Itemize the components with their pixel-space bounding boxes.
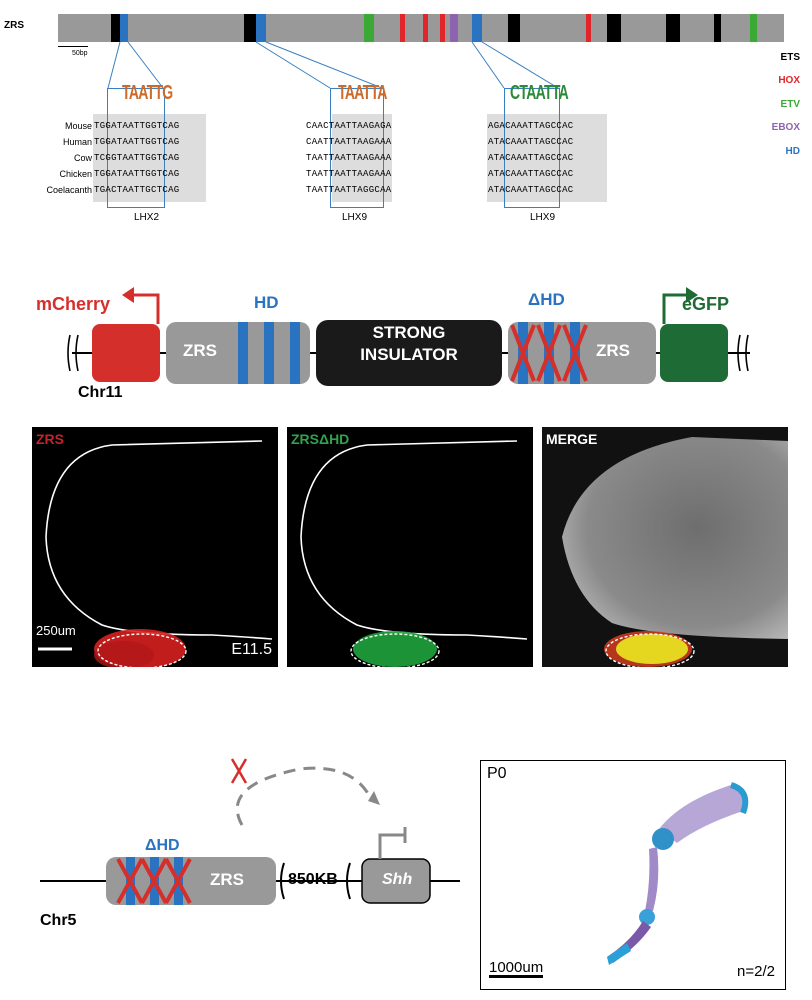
image-panel-zrs-delta-hd: ZRSΔHD [287,427,533,667]
scale-bar-label: 250um [36,623,76,638]
alignment-1-background [93,114,206,202]
distance-label: 850KB [288,871,338,888]
legend-hox: HOX [778,75,800,86]
p0-count-label: n=2/2 [737,963,775,980]
zrs-track [58,14,784,42]
delta-hd-chr5-label: ΔHD [145,837,180,854]
alignment-2-seq: CAATTAATTAAGAAA [306,137,392,147]
shh-box [361,858,431,904]
delta-hd-label: ΔHD [528,290,565,309]
alignment-3-seq: ATACAAATTAGCCAC [488,137,574,147]
alignment-3-seq: ATACAAATTAGCCAC [488,185,574,195]
legend-etv: ETV [780,99,800,110]
species-chicken: Chicken [59,169,92,179]
legend-ebox: EBOX [771,122,800,133]
alignment-1-seq: TGGATAATTGGTCAG [94,169,180,179]
alignment-1-motif-name: LHX2 [134,212,160,223]
species-human: Human [62,137,92,147]
egfp-label: eGFP [682,294,730,314]
shh-label: Shh [382,871,413,888]
egfp-box [660,324,728,382]
alignment-1-seq: TCGGTAATTGGTCAG [94,153,180,163]
hd-label: HD [254,293,279,312]
chr11-label: Chr11 [78,384,123,401]
insulator-label: STRONG INSULATOR [316,322,502,366]
zrs-left-label: ZRS [183,341,217,360]
legend-hd: HD [785,146,800,157]
alignment-2-motif-box [330,88,384,208]
insulator-line-2: INSULATOR [360,345,458,364]
mcherry-label: mCherry [36,294,111,314]
p0-scale-label: 1000um [489,959,544,978]
alignment-2-seq: TAATTAATTAAGAAA [306,153,392,163]
image-panel-merge: MERGE [542,427,788,667]
alignment-1-motif-box [107,88,165,208]
alignment-1-seq: TGGATAATTGGTCAG [94,137,180,147]
alignment-3-motif-name: LHX9 [530,212,556,223]
panel-1-title: ZRS [36,431,64,447]
insulator-box [316,320,502,386]
alignment-3-background [487,114,607,202]
stage-label: E11.5 [231,641,272,658]
species-coelacanth: Coelacanth [46,185,92,195]
alignment-1-sequence-logo: TAATTG [122,82,173,104]
panel-3-title: MERGE [546,431,598,447]
panel-2-title: ZRSΔHD [291,431,350,447]
alignment-1-seq: TGACTAATTGCTCAG [94,185,180,195]
chr5-label: Chr5 [40,912,77,929]
alignment-3-sequence-logo: CTAATTA [510,82,569,104]
mcherry-box [92,324,160,382]
alignment-2-motif-name: LHX9 [342,212,368,223]
alignment-2-seq: CAACTAATTAAGAGA [306,121,392,131]
species-cow: Cow [73,153,92,163]
zrs-chr5-label: ZRS [210,870,244,889]
alignment-3-seq: AGACAAATTAGCCAC [488,121,574,131]
p0-title: P0 [487,765,507,782]
alignment-2-seq: TAATTAATTAAGAAA [306,169,392,179]
scale-bar [58,46,88,47]
legend-ets: ETS [780,52,800,63]
species-mouse: Mouse [64,121,92,131]
alignment-3-motif-box [504,88,560,208]
alignment-3-seq: ATACAAATTAGCCAC [488,169,574,179]
p0-skeleton-panel: P0 1000um n=2/2 [480,760,786,990]
zrs-right-label: ZRS [596,341,630,360]
insulator-line-1: STRONG [372,323,446,342]
alignment-1-seq: TGGATAATTGGTCAG [94,121,180,131]
construct-1-diagram [67,287,750,386]
scale-label: 50bp [72,50,88,57]
zrs-track-label: ZRS [4,20,24,31]
alignment-3-seq: ATACAAATTAGCCAC [488,153,574,163]
alignment-2-background [332,114,392,202]
alignment-2-sequence-logo: TAATTA [338,82,387,104]
zoom-lines [107,41,559,89]
image-panel-zrs: ZRS 250um E11.5 [32,427,278,667]
construct-2-diagram [40,758,460,905]
alignment-2-seq: TAATTAATTAGGCAA [306,185,392,195]
limb-skeleton-image [607,782,749,965]
